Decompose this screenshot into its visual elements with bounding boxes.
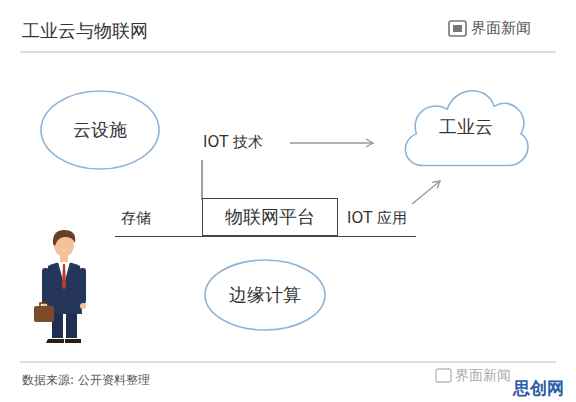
source-caption: 数据来源: 公开资料整理 (22, 372, 150, 389)
flow-label: IOT 应用 (347, 209, 407, 228)
node-text: 物联网平台 (225, 205, 315, 229)
node-text: 边缘计算 (229, 283, 301, 307)
watermark: 思创网 (513, 377, 564, 400)
cloud-node: 工业云 (399, 83, 533, 171)
flow-label: IOT 技术 (203, 133, 263, 152)
flow-label: 存储 (121, 209, 151, 228)
logo-icon (449, 21, 466, 36)
process-box: 物联网平台 (202, 198, 338, 236)
app-arrow (412, 181, 440, 204)
watermark: 界面新闻 (455, 367, 511, 385)
node-text: 云设施 (73, 118, 127, 142)
ground-line (115, 236, 416, 237)
tech-arrow (290, 142, 373, 143)
ellipse-node: 边缘计算 (204, 259, 326, 331)
header-rule (20, 52, 556, 53)
businessman-figure (34, 230, 86, 343)
footer-rule (20, 362, 556, 363)
stem-line (202, 160, 203, 200)
logo-text: 界面新闻 (471, 19, 531, 38)
watermark-icon (436, 369, 451, 382)
node-text: 工业云 (439, 115, 493, 139)
ellipse-node: 云设施 (40, 90, 160, 170)
diagram-title: 工业云与物联网 (22, 19, 148, 43)
